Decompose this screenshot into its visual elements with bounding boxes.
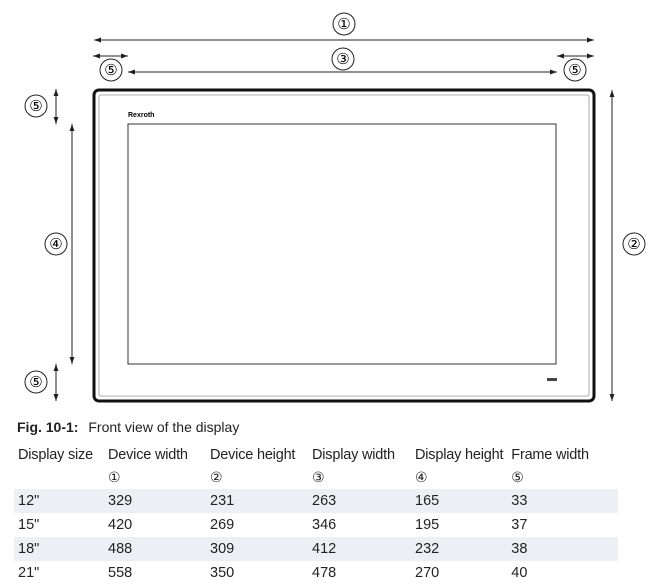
figure-caption-text: Front view of the display <box>88 419 240 435</box>
cell-display-height: 232 <box>411 537 508 561</box>
header-display-size: Display size <box>18 447 93 463</box>
display-area <box>127 123 557 365</box>
cell-display-size: 18" <box>14 537 104 561</box>
cell-frame-width: 40 <box>511 565 528 581</box>
marker-frame-width-left-bottom: ⑤ <box>29 373 42 391</box>
marker-circle-5-top-right <box>563 58 587 82</box>
cell-display-width: 478 <box>312 565 337 581</box>
marker-device-height: ② <box>627 235 640 253</box>
cell-device-width: 488 <box>104 537 206 561</box>
table-row: 18" 488 309 412 232 38 <box>14 537 618 561</box>
header-display-height: Display height <box>415 447 504 463</box>
cell-display-size: 12" <box>14 489 104 513</box>
marker-frame-width-top-left: ⑤ <box>104 61 117 79</box>
cell-display-height: 195 <box>415 517 440 533</box>
cell-device-width: 329 <box>104 489 206 513</box>
cell-frame-width: 37 <box>511 517 528 533</box>
header-device-width: Device width <box>108 447 188 463</box>
cell-device-height: 231 <box>206 489 308 513</box>
marker-display-width: ③ <box>336 50 349 68</box>
cell-display-size: 21" <box>18 565 40 581</box>
cell-frame-width: 38 <box>507 537 618 561</box>
cell-device-height: 350 <box>210 565 235 581</box>
device-inner-bezel <box>98 94 590 397</box>
cell-frame-width: 33 <box>507 489 618 513</box>
cell-display-width: 412 <box>308 537 411 561</box>
marker-circle-1 <box>332 12 356 36</box>
header-display-width: Display width <box>312 447 395 463</box>
table-marker-row: ① ② ③ ④ ⑤ <box>14 467 618 489</box>
marker-frame-width-top-right: ⑤ <box>568 61 581 79</box>
header-marker-device-height: ② <box>210 470 223 486</box>
marker-circle-2 <box>622 232 646 256</box>
header-device-height: Device height <box>210 447 296 463</box>
header-marker-empty <box>14 467 104 489</box>
cell-device-width: 558 <box>108 565 133 581</box>
figure-caption: Fig. 10-1: Front view of the display <box>17 419 239 435</box>
cell-device-height: 309 <box>206 537 308 561</box>
header-marker-display-height: ④ <box>415 470 428 486</box>
dimensions-table: Display size Device width Device height … <box>14 443 618 585</box>
cell-display-width: 346 <box>312 517 337 533</box>
marker-circle-5-top-left <box>99 58 123 82</box>
marker-frame-width-left-top: ⑤ <box>29 97 42 115</box>
marker-circle-5-left-bottom <box>24 370 48 394</box>
cell-display-width: 263 <box>308 489 411 513</box>
table-row: 15" 420 269 346 195 37 <box>14 513 618 537</box>
cell-display-size: 15" <box>18 517 40 533</box>
header-frame-width: Frame width <box>511 447 589 463</box>
marker-device-width: ① <box>337 15 350 33</box>
cell-display-height: 165 <box>411 489 508 513</box>
figure-label: Fig. 10-1: <box>17 419 79 435</box>
cell-device-width: 420 <box>108 517 133 533</box>
table-row: 21" 558 350 478 270 40 <box>14 561 618 585</box>
table-header-row: Display size Device width Device height … <box>14 443 618 467</box>
marker-display-height: ④ <box>49 235 62 253</box>
cell-device-height: 269 <box>210 517 235 533</box>
marker-circle-4 <box>44 232 68 256</box>
header-marker-display-width: ③ <box>312 470 325 486</box>
cell-display-height: 270 <box>415 565 440 581</box>
table-row: 12" 329 231 263 165 33 <box>14 489 618 513</box>
status-led <box>547 378 557 381</box>
header-marker-device-width: ① <box>108 470 121 486</box>
marker-circle-3 <box>331 47 355 71</box>
rexroth-logo: Rexroth <box>128 112 154 119</box>
front-view-drawing: Rexroth ① ③ ⑤ ⑤ ② ④ ⑤ ⑤ <box>24 12 646 403</box>
header-marker-frame-width: ⑤ <box>511 470 524 486</box>
marker-circle-5-left-top <box>24 94 48 118</box>
